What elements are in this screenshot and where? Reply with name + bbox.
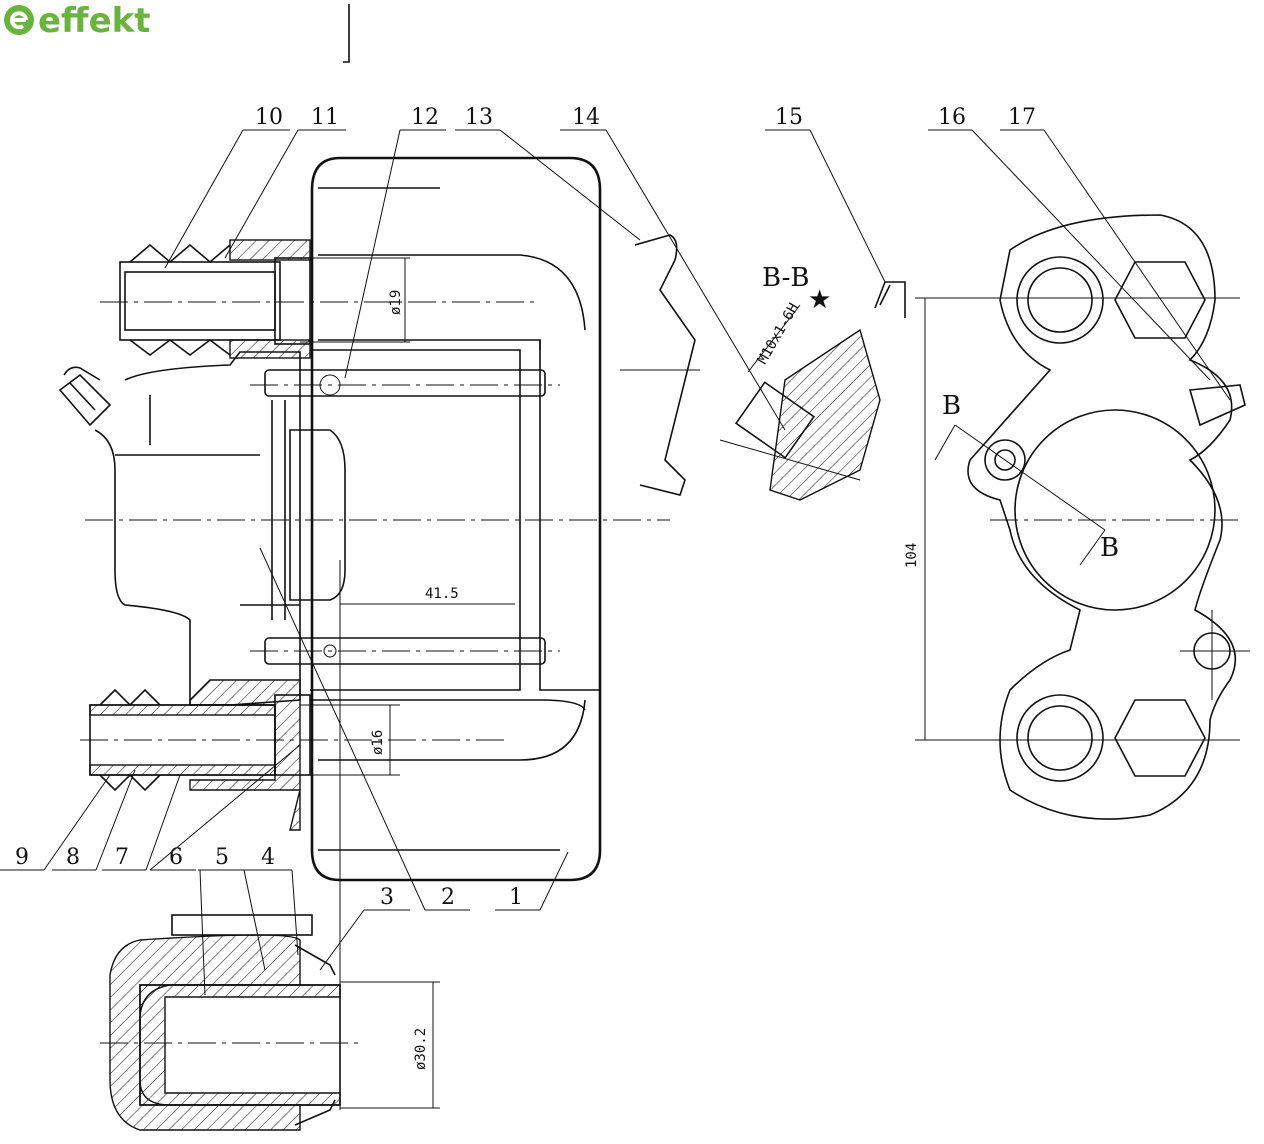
upper-guide-bolt (119, 239, 311, 359)
piston-section: ø30.2 (100, 914, 440, 1131)
section-mark-bottom: B (1100, 533, 1119, 563)
dimension-41-5: 41.5 (425, 586, 459, 602)
label-6: 6 (169, 845, 183, 870)
pad-spring (634, 234, 696, 496)
label-10: 10 (255, 105, 283, 130)
effekt-logo: effekt (4, 1, 151, 41)
caliper-front-view: 104 B B (904, 214, 1250, 820)
label-14: 14 (572, 105, 600, 130)
dimension-30-2: ø30.2 (413, 1028, 429, 1070)
caliper-side-view (58, 156, 700, 882)
label-9: 9 (15, 845, 29, 870)
logo-text: effekt (38, 1, 151, 41)
thread-dimension: M10x1-6H (755, 301, 803, 367)
bleeder-valve (58, 366, 112, 427)
clip (874, 281, 906, 318)
dimensions: ø19 41.5 ø16 (300, 257, 515, 1110)
label-8: 8 (66, 845, 80, 870)
label-3: 3 (380, 885, 394, 910)
label-1: 1 (509, 885, 523, 910)
label-11: 11 (311, 105, 339, 130)
dimension-104: 104 (904, 543, 920, 568)
label-17: 17 (1008, 105, 1036, 130)
label-16: 16 (938, 105, 966, 130)
section-title: B-B (762, 263, 809, 293)
section-b-b-detail: B-B ★ M10x1-6H (719, 263, 881, 501)
lower-guide-bolt (89, 679, 311, 831)
label-5: 5 (215, 845, 229, 870)
label-12: 12 (411, 105, 439, 130)
frame-corner (343, 4, 350, 63)
label-7: 7 (115, 845, 129, 870)
section-mark-top: B (942, 391, 961, 421)
label-15: 15 (775, 105, 803, 130)
star-mark: ★ (808, 285, 831, 315)
part-callouts: 10 11 12 13 14 15 16 17 9 8 7 6 5 4 3 2 … (0, 105, 1231, 996)
label-4: 4 (261, 845, 275, 870)
label-2: 2 (441, 885, 455, 910)
dimension-19: ø19 (388, 290, 404, 315)
dimension-16: ø16 (370, 730, 386, 755)
label-13: 13 (465, 105, 493, 130)
